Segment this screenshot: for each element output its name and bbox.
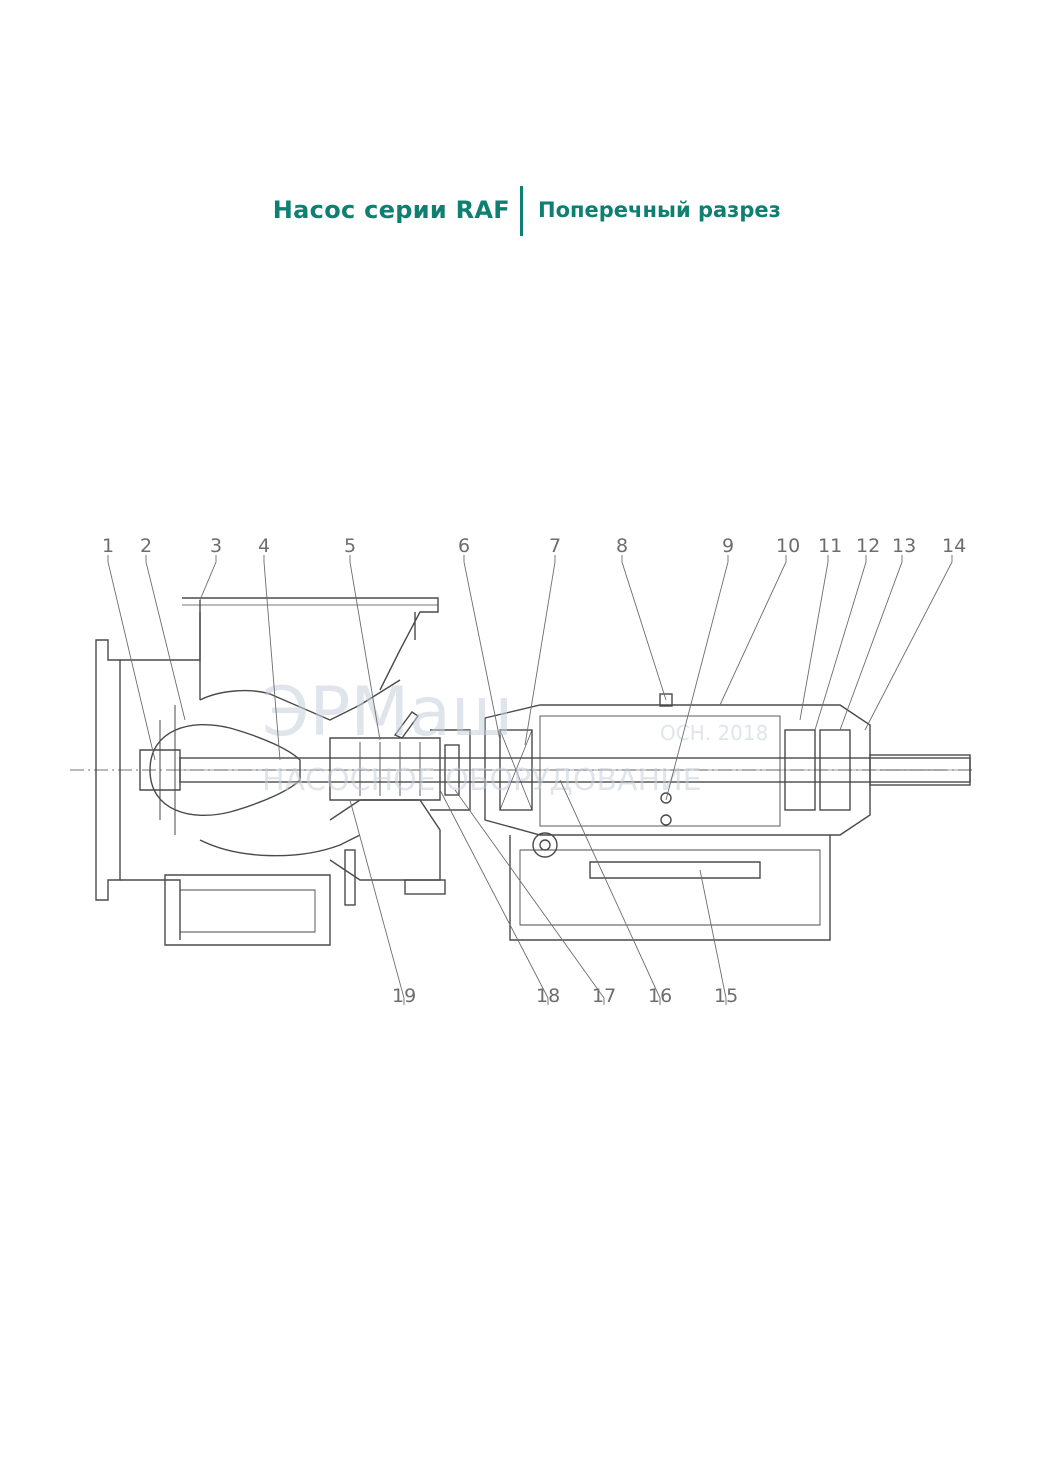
callout-10: 10 — [776, 535, 800, 557]
callout-17: 17 — [592, 985, 616, 1007]
drain-plug — [660, 792, 672, 804]
callout-8: 8 — [616, 535, 628, 557]
callout-7: 7 — [549, 535, 561, 557]
impeller-nut — [139, 749, 181, 791]
watermark-since: ОСН. 2018 — [660, 721, 768, 745]
discharge-nozzle — [182, 597, 439, 700]
volute-casing — [199, 679, 401, 857]
callout-11: 11 — [818, 535, 842, 557]
callout-16: 16 — [648, 985, 672, 1007]
page-title: Насос серии RAF — [272, 196, 510, 224]
anchor-bolt — [344, 849, 356, 906]
callout-3: 3 — [210, 535, 222, 557]
callout-9: 9 — [722, 535, 734, 557]
callout-2: 2 — [140, 535, 152, 557]
callout-1: 1 — [102, 535, 114, 557]
watermark-brand: ЭРМаш — [262, 673, 513, 752]
callout-14: 14 — [942, 535, 966, 557]
pump-pedestal — [164, 874, 331, 946]
drive-shaft-end — [869, 754, 971, 786]
callout-5: 5 — [344, 535, 356, 557]
callout-19: 19 — [392, 985, 416, 1007]
callout-15: 15 — [714, 985, 738, 1007]
leader-lines-bottom — [349, 779, 727, 1005]
callouts-bottom: 19 18 17 16 15 — [392, 985, 738, 1007]
bearing-housing — [484, 704, 871, 836]
callout-4: 4 — [258, 535, 270, 557]
callout-12: 12 — [856, 535, 880, 557]
base-rib — [589, 861, 761, 879]
callout-6: 6 — [458, 535, 470, 557]
leader-lines-top — [107, 555, 953, 801]
callout-13: 13 — [892, 535, 916, 557]
breather-plug — [659, 693, 673, 707]
lubricator-fitting — [393, 711, 419, 739]
pump-cross-section-drawing: ЭРМаш ОСН. 2018 НАСОСНОЕ ОБОРУДОВАНИЕ 1 … — [70, 535, 975, 1007]
bearing-frame-base — [509, 835, 831, 941]
page-subtitle: Поперечный разрез — [538, 198, 781, 222]
watermark-tagline: НАСОСНОЕ ОБОРУДОВАНИЕ — [262, 763, 702, 798]
callouts-top: 1 2 3 4 5 6 7 8 9 10 11 12 13 14 — [102, 535, 966, 557]
title-divider — [520, 186, 523, 236]
callout-18: 18 — [536, 985, 560, 1007]
watermark: ЭРМаш ОСН. 2018 НАСОСНОЕ ОБОРУДОВАНИЕ — [262, 673, 768, 798]
stuffing-box — [329, 737, 441, 801]
page-header: Насос серии RAF Поперечный разрез — [0, 186, 1048, 238]
